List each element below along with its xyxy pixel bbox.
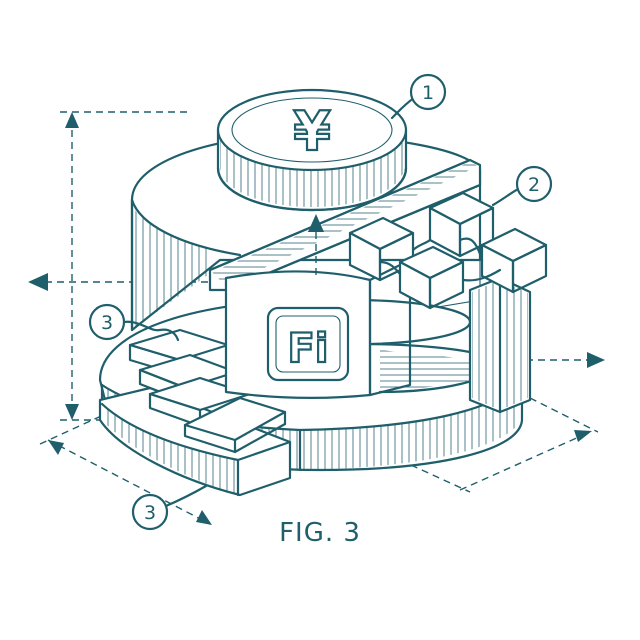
callout-1-label: 1 <box>422 82 434 104</box>
figure-caption: FIG. 3 <box>279 518 361 548</box>
fi-logo-text: Fi <box>287 326 328 372</box>
cube-1 <box>348 216 415 282</box>
bottom-right-extension <box>529 397 599 433</box>
chain-link-2 <box>458 237 484 262</box>
arrow-up-icon <box>65 112 79 128</box>
cube-4 <box>480 227 548 294</box>
arrow-right-icon <box>587 352 605 368</box>
callout-2: 2 <box>491 165 553 207</box>
callout-3b: 3 <box>131 484 208 531</box>
arrow-up-core-icon <box>308 214 324 232</box>
callout-2-label: 2 <box>528 174 540 196</box>
callout-1: 1 <box>390 73 447 120</box>
chain-link-1 <box>411 238 432 252</box>
callout-3a: 3 <box>88 303 180 342</box>
arrow-diag-right-icon <box>196 510 212 525</box>
arrow-down-icon <box>65 404 79 420</box>
bottom-left-dimension <box>47 439 211 525</box>
core-block: Fi <box>224 214 412 399</box>
step-wedge <box>98 328 292 497</box>
chain-link-3 <box>461 268 502 282</box>
cube-3 <box>398 245 465 310</box>
fi-logo-frame <box>266 306 350 382</box>
bottom-left-extension <box>39 411 111 445</box>
yen-sign-icon: ¥ <box>293 100 331 163</box>
callout-3a-label: 3 <box>101 312 113 334</box>
arrow-diag-left-icon <box>48 440 64 455</box>
arrow-diag-up-icon <box>574 430 592 442</box>
block-chain-cubes <box>348 191 548 310</box>
callout-3b-label: 3 <box>144 502 156 524</box>
chain-link-4 <box>378 260 402 276</box>
arrow-left-icon <box>28 273 48 291</box>
yuan-coin: ¥ <box>216 88 408 212</box>
